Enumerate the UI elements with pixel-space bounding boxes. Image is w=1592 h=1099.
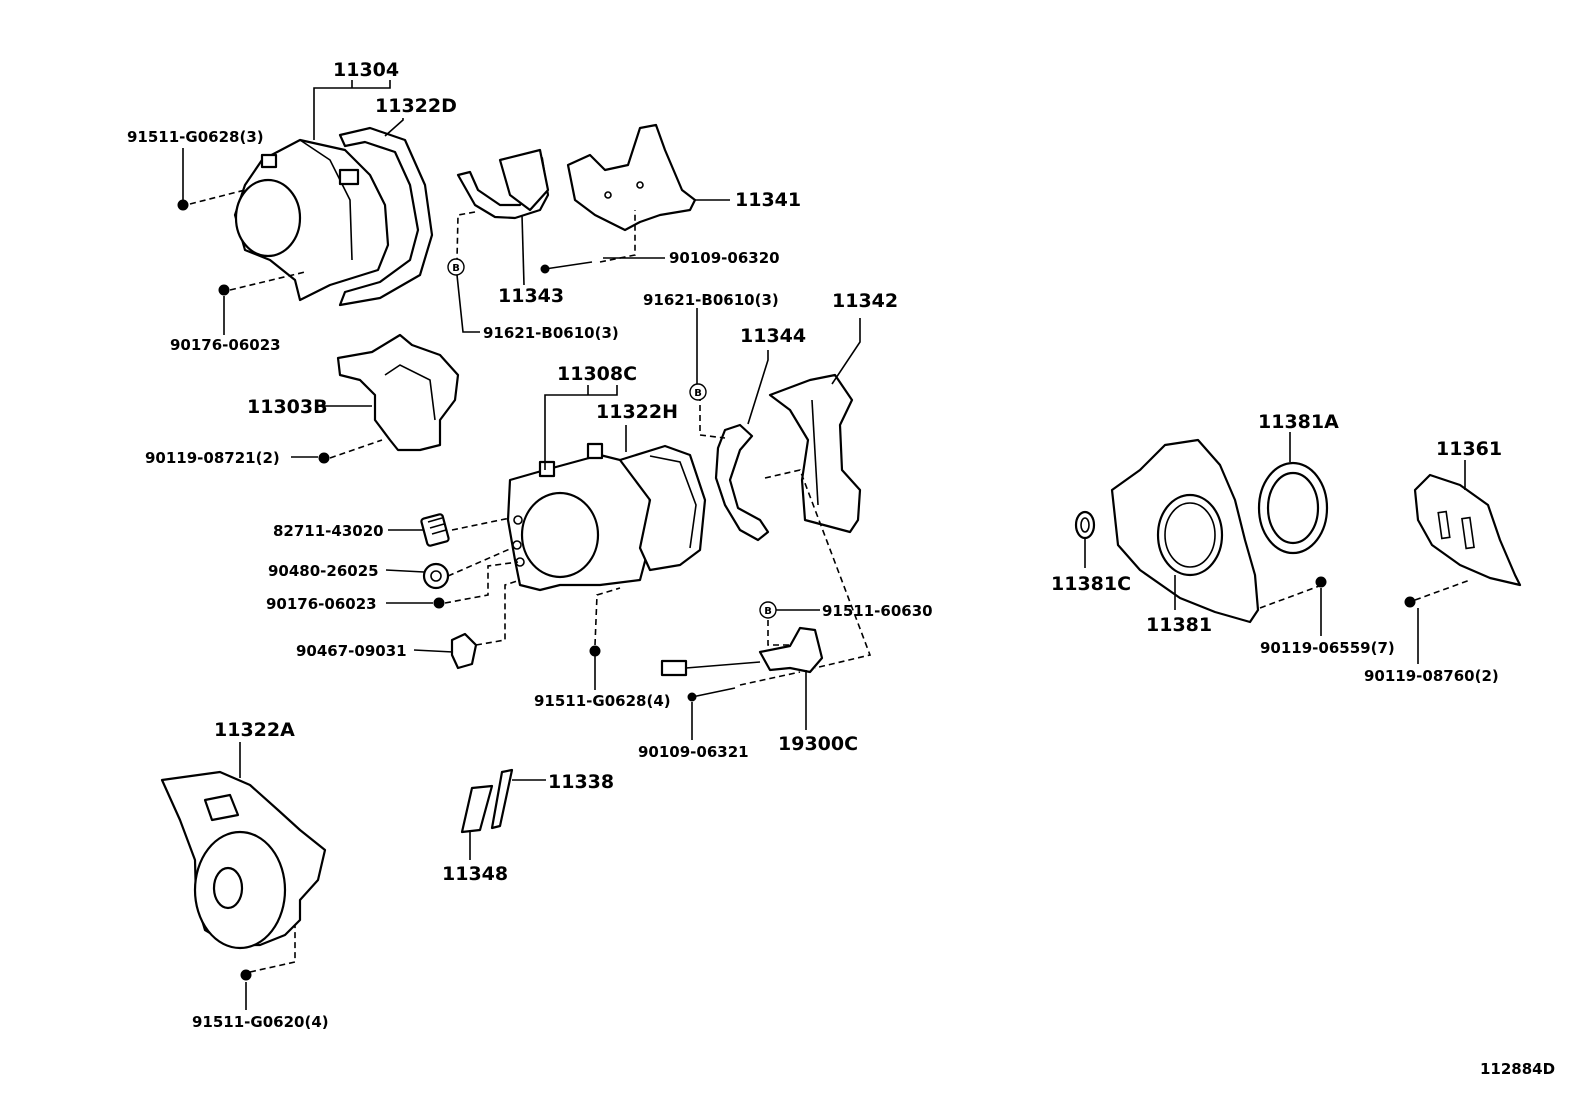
gasket-11322D (338, 126, 434, 307)
plate-11341 (566, 123, 697, 232)
label-90176-06023-b[interactable]: 90176-06023 (266, 595, 377, 613)
label-11322D[interactable]: 11322D (375, 95, 457, 117)
diagram-id: 112884D (1480, 1060, 1555, 1078)
label-90467-09031[interactable]: 90467-09031 (296, 642, 407, 660)
label-91511-G0628-4[interactable]: 91511-G0628(4) (534, 692, 671, 710)
label-11342[interactable]: 11342 (832, 290, 898, 312)
clamp-90467-09031 (450, 632, 478, 670)
label-91511-G0620-4[interactable]: 91511-G0620(4) (192, 1013, 329, 1031)
label-91511-G0628-3[interactable]: 91511-G0628(3) (127, 128, 264, 146)
seal-retainer-11381 (1110, 438, 1260, 624)
label-11338[interactable]: 11338 (548, 771, 614, 793)
label-90109-06321[interactable]: 90109-06321 (638, 743, 749, 761)
label-11344[interactable]: 11344 (740, 325, 806, 347)
o-ring-11381C (1074, 510, 1096, 540)
label-11303B[interactable]: 11303B (247, 396, 328, 418)
label-11343[interactable]: 11343 (498, 285, 564, 307)
grommet-90480-26025 (422, 562, 450, 590)
oil-pump-cover-11343 (456, 148, 550, 220)
svg-text:B: B (452, 263, 460, 274)
bracket-11303B (336, 333, 460, 452)
leader-lines (182, 80, 1466, 1010)
connector-82711-43020 (420, 513, 450, 547)
label-11341[interactable]: 11341 (735, 189, 801, 211)
svg-text:B: B (764, 606, 772, 617)
ref-mark-b-1: B (447, 258, 465, 276)
plate-11361 (1413, 473, 1522, 587)
ref-mark-b-2: B (689, 383, 707, 401)
label-11322H[interactable]: 11322H (596, 401, 678, 423)
label-90119-08760-2[interactable]: 90119-08760(2) (1364, 667, 1499, 685)
oil-seal-11322H (618, 444, 707, 572)
pad-11348 (460, 784, 494, 834)
label-82711-43020[interactable]: 82711-43020 (273, 522, 384, 540)
label-11304[interactable]: 11304 (333, 59, 399, 81)
svg-text:B: B (694, 388, 702, 399)
label-11381C[interactable]: 11381C (1051, 573, 1131, 595)
part-labels: 11304 11322D 91511-G0628(3) 90176-06023 … (127, 59, 1502, 1031)
oil-seal-11381A (1257, 461, 1329, 555)
upper-timing-cover-11304 (233, 138, 390, 302)
label-11361[interactable]: 11361 (1436, 438, 1502, 460)
bearing-cap-11344 (714, 423, 770, 542)
label-90176-06023-a[interactable]: 90176-06023 (170, 336, 281, 354)
label-11381[interactable]: 11381 (1146, 614, 1212, 636)
label-90119-06559-7[interactable]: 90119-06559(7) (1260, 639, 1395, 657)
lower-timing-cover-11322A (160, 770, 327, 950)
label-90109-06320[interactable]: 90109-06320 (669, 249, 780, 267)
assembly-lines (189, 189, 1471, 973)
ref-mark-b-3: B (759, 601, 777, 619)
label-90119-08721-2[interactable]: 90119-08721(2) (145, 449, 280, 467)
bolt-icon (177, 199, 1416, 981)
label-11308C[interactable]: 11308C (557, 363, 637, 385)
bearing-cap-11342 (768, 373, 862, 534)
timing-case-11308C (506, 442, 652, 592)
sensor-19300C (660, 626, 824, 677)
label-91511-60630[interactable]: 91511-60630 (822, 602, 933, 620)
label-11381A[interactable]: 11381A (1258, 411, 1339, 433)
label-11348[interactable]: 11348 (442, 863, 508, 885)
label-91621-B0610-3-b[interactable]: 91621-B0610(3) (643, 291, 779, 309)
label-19300C[interactable]: 19300C (778, 733, 858, 755)
label-91621-B0610-3-a[interactable]: 91621-B0610(3) (483, 324, 619, 342)
pad-11338 (490, 768, 514, 830)
label-90480-26025[interactable]: 90480-26025 (268, 562, 379, 580)
label-11322A[interactable]: 11322A (214, 719, 295, 741)
